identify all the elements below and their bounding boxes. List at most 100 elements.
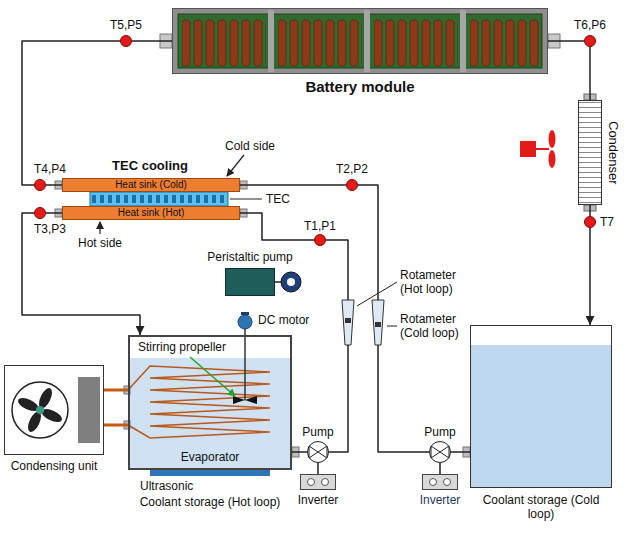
tank-body [470, 325, 612, 488]
cell-holder [364, 10, 370, 72]
compressor-block [78, 377, 100, 443]
node-label: Heat sink (Cold) [115, 179, 187, 191]
battery-frame [172, 8, 548, 74]
condensing-unit: Condensing unit [4, 365, 104, 455]
tank-body [128, 335, 292, 470]
coolant-pipe [132, 40, 172, 42]
node-label: T2,P2 [336, 162, 368, 176]
pump: Pump [307, 441, 329, 463]
sensor-point: T3,P3 [34, 207, 46, 219]
coolant-pipe [22, 41, 120, 185]
rotameter-tube [342, 300, 354, 345]
coolant-pipe [451, 451, 470, 453]
coolant-pipe [46, 212, 62, 214]
coolant-pipe [292, 451, 307, 453]
leader-line [357, 282, 397, 306]
node-label: Rotameter (Cold loop) [400, 312, 468, 341]
cell-holder [460, 10, 466, 72]
fan-rotor [8, 378, 72, 442]
condenser: Condenser [578, 100, 602, 205]
node-label: Rotameter (Hot loop) [400, 268, 470, 297]
battery-board [178, 14, 542, 68]
pump-body [429, 441, 451, 463]
stirring-propeller [233, 396, 257, 404]
leader-line [230, 199, 262, 200]
node-label: Condenser [605, 121, 621, 185]
unit-casing [4, 365, 104, 455]
coolant-pipe [240, 213, 314, 240]
coolant-pipe [358, 185, 378, 300]
coolant-pipe [589, 228, 591, 325]
pump-head [281, 272, 301, 292]
drive-cable [439, 463, 441, 474]
leader-arrow [190, 357, 235, 396]
inverter-knob [322, 479, 329, 486]
sensor-point: T5,P5 [120, 35, 132, 47]
refrigerant-pipe [104, 389, 128, 392]
node-label: Inverter [298, 493, 339, 507]
group-title: TEC cooling [112, 158, 188, 174]
battery-cells [470, 14, 542, 68]
coolant-pipe [326, 240, 348, 300]
cell-holder [268, 10, 274, 72]
node-label: Pump [424, 425, 455, 439]
stirrer-shaft [244, 329, 246, 400]
pump-link [275, 281, 281, 283]
node-label: T6,P6 [574, 18, 606, 32]
coolant-pipe [548, 40, 584, 42]
node-label: T3,P3 [34, 222, 66, 236]
node-label: Inverter [420, 493, 461, 507]
evaporator-coil [128, 366, 270, 438]
coolant-liquid [471, 345, 611, 487]
coolant-pipe [46, 184, 62, 186]
sensor-point: T7 [584, 216, 596, 228]
sensor-point: T6,P6 [584, 35, 596, 47]
callout-label: Cold side [225, 139, 275, 153]
rotameter-tube [372, 300, 384, 345]
coolant-tank: Coolant storage (Hot loop) [128, 335, 292, 470]
fan-blade [549, 150, 556, 168]
drive-cable [317, 463, 319, 474]
coolant-tank: Coolant storage (Cold loop) [470, 325, 612, 488]
inverter: Inverter [422, 474, 458, 490]
pump: Pump [429, 441, 451, 463]
tec-elements [90, 192, 228, 206]
leader-arrow [99, 222, 100, 234]
fan-shaft [536, 148, 549, 150]
sensor-point: T2,P2 [346, 179, 358, 191]
node-label: T5,P5 [110, 18, 142, 32]
inverter-body [422, 474, 458, 490]
heat-sink: Heat sink (Cold) [62, 178, 240, 192]
inverter-body [300, 474, 336, 490]
node-label: T4,P4 [34, 162, 66, 176]
fan-motor [520, 141, 536, 157]
peristaltic-pump: Peristaltic pump [225, 268, 275, 296]
coolant-pipe [378, 345, 429, 452]
sensor-point: T4,P4 [34, 179, 46, 191]
fan-hub [36, 406, 44, 414]
rotameter-float [375, 322, 381, 327]
battery-module: Battery module [172, 8, 548, 74]
leader-arrow [227, 155, 244, 176]
coolant-pipe [240, 184, 346, 186]
node-label: Coolant storage (Cold loop) [476, 493, 606, 522]
inverter: Inverter [300, 474, 336, 490]
node-label: Battery module [305, 78, 414, 96]
node-label: Peristaltic pump [207, 250, 292, 264]
heat-sink: Heat sink (Hot) [62, 206, 240, 220]
callout-label: Stirring propeller [136, 340, 228, 354]
coolant-pipe [589, 205, 591, 216]
callout-label: DC motor [258, 313, 309, 327]
callout-label: TEC [266, 192, 290, 206]
pump-symbol [431, 446, 449, 458]
pump-rotor [287, 278, 295, 286]
leader-line [387, 326, 397, 327]
dc-motor [238, 315, 252, 329]
ultrasonic-plate [150, 470, 270, 476]
pump-symbol [309, 446, 327, 458]
callout-label: Hot side [78, 236, 122, 250]
fan-guard [12, 382, 68, 438]
battery-cells [182, 14, 266, 68]
rotameter: Rotameter (Cold loop) [371, 300, 385, 345]
